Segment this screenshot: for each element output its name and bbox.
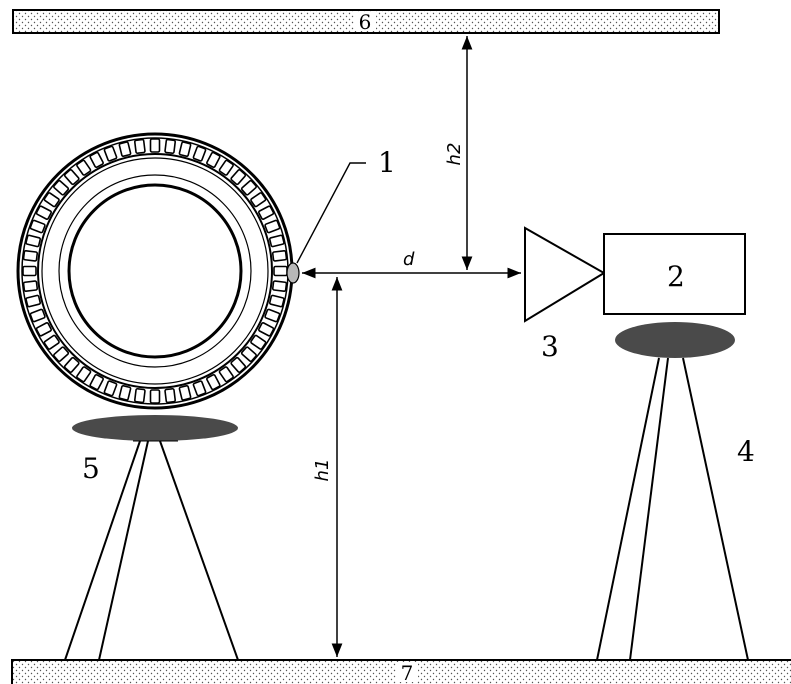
tread-block: [25, 234, 42, 248]
tread-block: [63, 169, 80, 186]
tread-block: [89, 151, 104, 168]
tread-block: [53, 346, 70, 363]
tread-block: [118, 384, 132, 401]
tread-block: [206, 151, 221, 168]
tread-block: [76, 159, 92, 176]
tread-block: [43, 192, 60, 208]
tread-block: [230, 169, 247, 186]
dimension-h1-label: h1: [312, 459, 333, 482]
tread-block: [103, 145, 118, 162]
right-stand: [596, 322, 749, 661]
label-6: 6: [359, 10, 372, 34]
tread-block: [268, 294, 285, 308]
tread-block: [76, 366, 92, 383]
tread-block: [29, 219, 46, 234]
tread-block: [273, 265, 288, 277]
tread-block: [22, 280, 39, 293]
tread-block: [218, 366, 234, 383]
tread-block: [192, 145, 207, 162]
dimension-d-label: d: [403, 249, 415, 270]
tread-block: [164, 387, 177, 404]
tread-block: [271, 280, 288, 293]
label-7: 7: [401, 661, 414, 684]
tread-block: [271, 249, 288, 262]
tread-block: [149, 138, 161, 153]
tread-block: [250, 334, 267, 350]
tire: [16, 132, 294, 410]
tread-block: [149, 389, 161, 404]
tread-block: [25, 294, 42, 308]
tread-block: [258, 322, 275, 337]
tread-block: [250, 192, 267, 208]
label-2: 2: [667, 260, 685, 293]
floor-bar: 7: [11, 659, 791, 684]
marker-dot: [286, 262, 300, 284]
tread-block: [35, 322, 52, 337]
tread-block: [218, 159, 234, 176]
tread-block: [43, 334, 60, 350]
tread-block: [63, 356, 80, 373]
tread-block: [53, 179, 70, 196]
tread-block: [118, 141, 132, 158]
tread-block: [22, 265, 37, 277]
tread-block: [240, 346, 257, 363]
camera-box: [603, 233, 746, 315]
horn-antenna: [524, 226, 606, 323]
tread-block: [192, 380, 207, 397]
label-4: 4: [737, 435, 755, 468]
label-3: 3: [541, 330, 559, 363]
tread-block: [164, 138, 177, 155]
tread-block: [29, 308, 46, 323]
tire-tread-blocks: [22, 138, 288, 404]
tread-block: [178, 141, 192, 158]
left-stand: [64, 415, 239, 661]
tread-block: [133, 387, 146, 404]
marker-leader: [296, 162, 366, 264]
tread-block: [240, 179, 257, 196]
tread-block: [258, 205, 275, 220]
tread-block: [35, 205, 52, 220]
tread-block: [178, 384, 192, 401]
dimension-h2-label: h2: [444, 143, 465, 166]
tread-block: [22, 249, 39, 262]
tread-block: [133, 138, 146, 155]
tread-block: [264, 308, 281, 323]
tread-block: [264, 219, 281, 234]
ceiling-bar: 6: [12, 9, 720, 34]
tread-block: [230, 356, 247, 373]
label-1: 1: [378, 146, 396, 179]
tread-block: [103, 380, 118, 397]
tread-block: [206, 374, 221, 391]
tread-block: [89, 374, 104, 391]
tread-block: [268, 234, 285, 248]
label-5: 5: [82, 452, 100, 485]
